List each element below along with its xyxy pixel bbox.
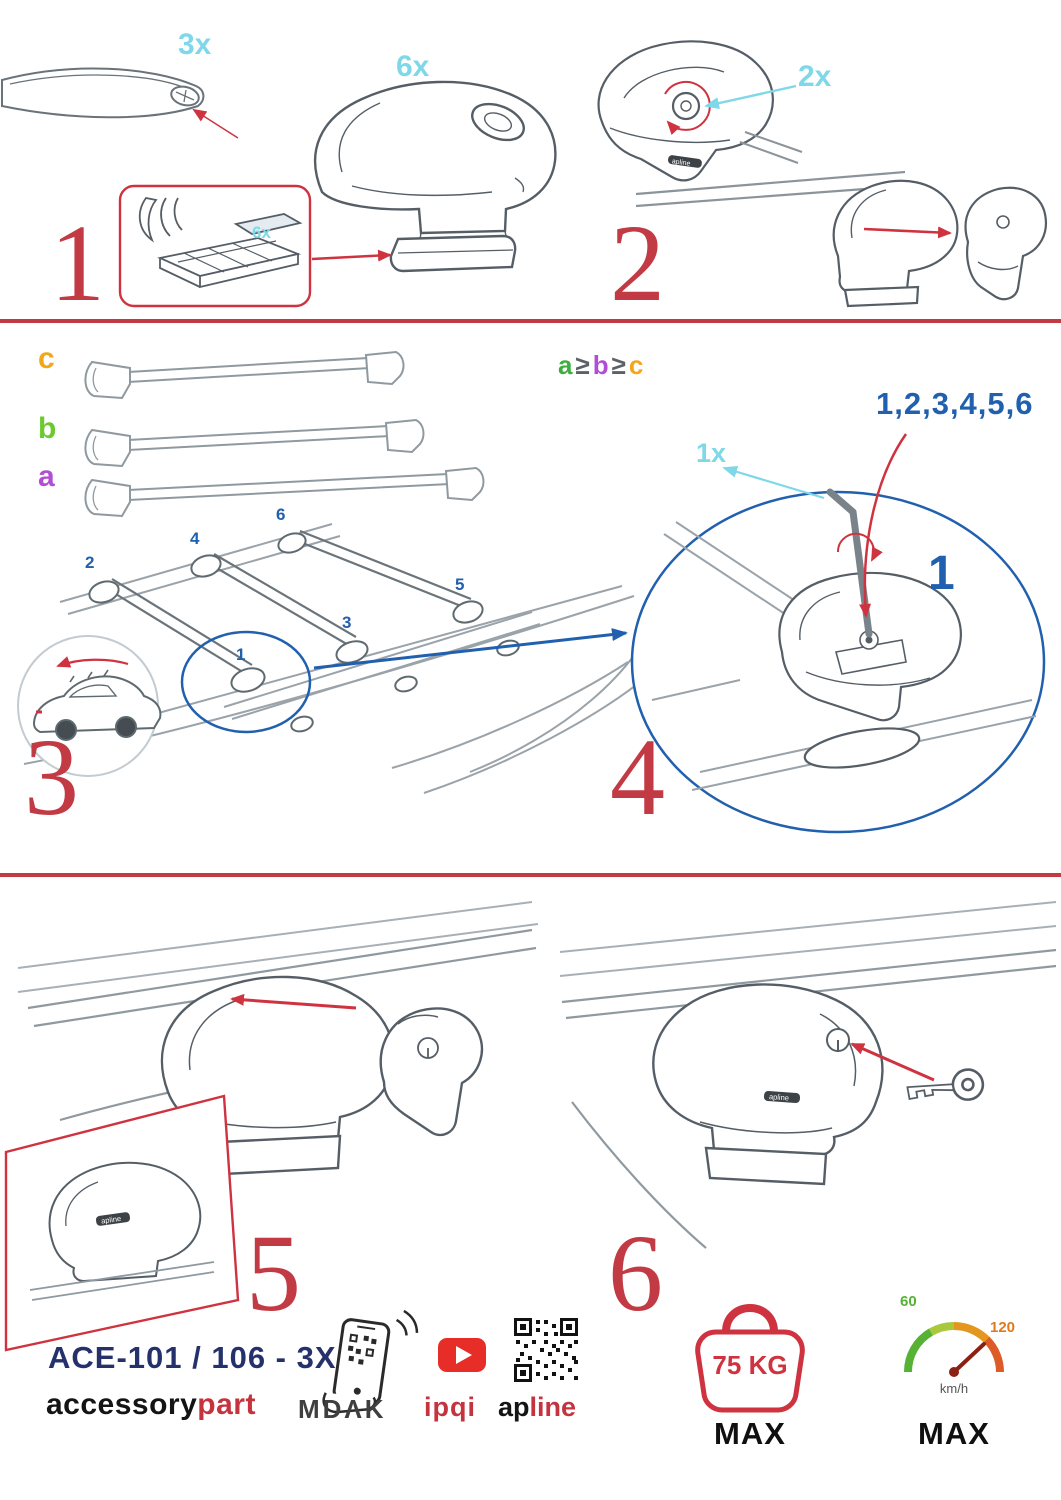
foot-lock-drawing-step6: apline <box>559 901 1057 1249</box>
pad-qty-label: 6x <box>252 223 271 242</box>
section-divider-1 <box>0 319 1061 323</box>
speed-limit-icon <box>903 1321 1004 1377</box>
knob-qty-label: 2x <box>798 60 832 93</box>
weight-max-label: MAX <box>714 1416 786 1451</box>
foot-side-inset-step5: apline <box>4 1094 240 1352</box>
tighten-sequence: 1,2,3,4,5,6 <box>876 386 1034 421</box>
brand-part: part <box>197 1388 256 1421</box>
crossbar-c-drawing <box>84 350 405 400</box>
youtube-icon <box>438 1338 486 1372</box>
roof-position-3: 3 <box>342 613 352 632</box>
inequality-c: c <box>628 350 644 380</box>
apline-logo-mark: apline <box>671 158 691 168</box>
roof-position-2: 2 <box>85 553 95 572</box>
foot-clamp-drawing-step1 <box>313 80 557 273</box>
roof-position-6: 6 <box>276 505 286 524</box>
bar-label-a: a <box>38 460 55 493</box>
roof-position-5: 5 <box>455 575 465 594</box>
inequality-geq1: ≥ <box>575 350 590 380</box>
weight-limit-icon <box>695 1304 805 1413</box>
apline-ap: ap <box>498 1392 530 1422</box>
ipqi-logo: ipqi <box>424 1392 476 1422</box>
crossbar-b-drawing <box>84 418 425 468</box>
speed-max-label: MAX <box>918 1416 990 1451</box>
bar-label-b: b <box>38 412 57 445</box>
position-label-1: 1 <box>928 547 955 600</box>
apline-logo: apline <box>498 1394 576 1421</box>
bar-label-c: c <box>38 342 55 375</box>
product-code: ACE-101 / 106 - 3X <box>48 1340 337 1375</box>
key-drawing <box>906 1068 985 1101</box>
car-inset-drawing <box>17 635 162 777</box>
brand-accessory: accessory <box>46 1388 198 1421</box>
sequence-arrow <box>859 433 908 618</box>
step-number-2: 2 <box>610 202 665 324</box>
qr-code-icon <box>514 1318 578 1382</box>
bar-endcap-drawing-step2 <box>635 170 1047 308</box>
apline-line: line <box>529 1392 577 1422</box>
speed-unit-label: km/h <box>939 1381 969 1396</box>
inequality-a: a <box>558 350 573 380</box>
inequality-geq2: ≥ <box>611 350 626 380</box>
roof-position-1: 1 <box>236 645 246 664</box>
apline-logo-mark: apline <box>101 1214 122 1226</box>
apline-logo-mark: apline <box>769 1092 790 1102</box>
crossbar-a-drawing <box>84 466 485 518</box>
tool-qty-label: 1x <box>696 438 727 468</box>
step-number-6: 6 <box>608 1212 663 1334</box>
bar-qty-label: 3x <box>178 28 212 61</box>
speed-high-label: 120 <box>990 1319 1016 1336</box>
brand-logo: accessorypart <box>46 1390 256 1420</box>
position1-highlight-circle <box>180 630 312 734</box>
foot-qty-label: 6x <box>396 50 430 83</box>
section-divider-2 <box>0 873 1061 877</box>
tool-qty-arrow <box>722 465 825 500</box>
roof-position-4: 4 <box>190 529 200 548</box>
magnified-foot-drawing-step4 <box>630 433 1046 834</box>
crossbar-profile-drawing <box>1 67 239 139</box>
speed-low-label: 60 <box>900 1293 917 1310</box>
step-number-1: 1 <box>50 202 105 324</box>
mdak-logo: MDΛK <box>298 1394 387 1424</box>
length-inequality: a ≥ b ≥ c <box>558 352 643 378</box>
weight-limit-value: 75 KG <box>712 1350 788 1380</box>
rubber-pad-inset <box>118 184 392 308</box>
phone-scan-icon <box>322 1309 419 1414</box>
inequality-b: b <box>592 350 609 380</box>
step-number-5: 5 <box>246 1212 301 1334</box>
foot-knob-drawing-step2 <box>597 40 803 182</box>
step-number-4: 4 <box>610 716 665 838</box>
step-number-3: 3 <box>24 716 79 838</box>
magnify-arrow <box>313 628 628 670</box>
